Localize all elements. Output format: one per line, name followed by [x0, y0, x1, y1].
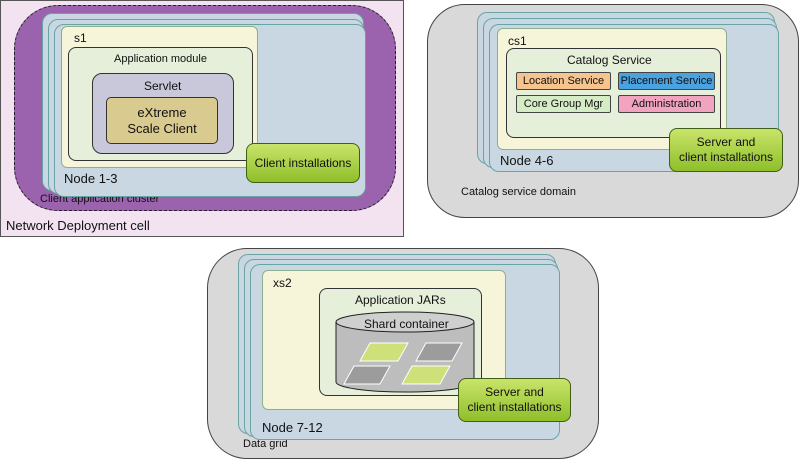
shard-top-left [359, 342, 409, 362]
client-label-line2: Scale Client [127, 120, 197, 136]
network-cell-label: Network Deployment cell [6, 218, 150, 233]
catalog-service [506, 48, 721, 138]
shard-container [335, 311, 475, 393]
grid-server-installations: Server and client installations [458, 378, 571, 422]
node-1-3-label: Node 1-3 [64, 171, 118, 186]
catalog-server-installations: Server and client installations [669, 128, 783, 172]
node-7-12-label: Node 7-12 [262, 420, 323, 435]
core-group-mgr: Core Group Mgr [516, 95, 611, 113]
server-s1-label: s1 [74, 31, 87, 45]
client-installations-label: Client installations [254, 155, 352, 170]
administration: Administration [618, 95, 715, 113]
application-module-label: Application module [114, 53, 207, 65]
server-cs1-label: cs1 [508, 34, 527, 48]
shard-bottom-right [401, 365, 451, 385]
shard-bottom-left [343, 365, 391, 385]
application-jars-label: Application JARs [355, 293, 446, 307]
catalog-service-label: Catalog Service [567, 53, 652, 67]
server-xs2-label: xs2 [273, 276, 292, 290]
node-4-6-label: Node 4-6 [500, 153, 554, 168]
placement-service: Placement Service [618, 72, 715, 90]
catalog-domain-label: Catalog service domain [461, 186, 576, 198]
client-label-line1: eXtreme [137, 104, 187, 120]
shard-container-label: Shard container [364, 317, 449, 331]
servlet-label: Servlet [144, 79, 182, 93]
extreme-scale-client: eXtreme Scale Client [106, 97, 218, 144]
shard-top-right [415, 342, 463, 362]
location-service: Location Service [516, 72, 611, 90]
data-grid-label: Data grid [243, 438, 288, 450]
client-installations: Client installations [246, 143, 360, 183]
